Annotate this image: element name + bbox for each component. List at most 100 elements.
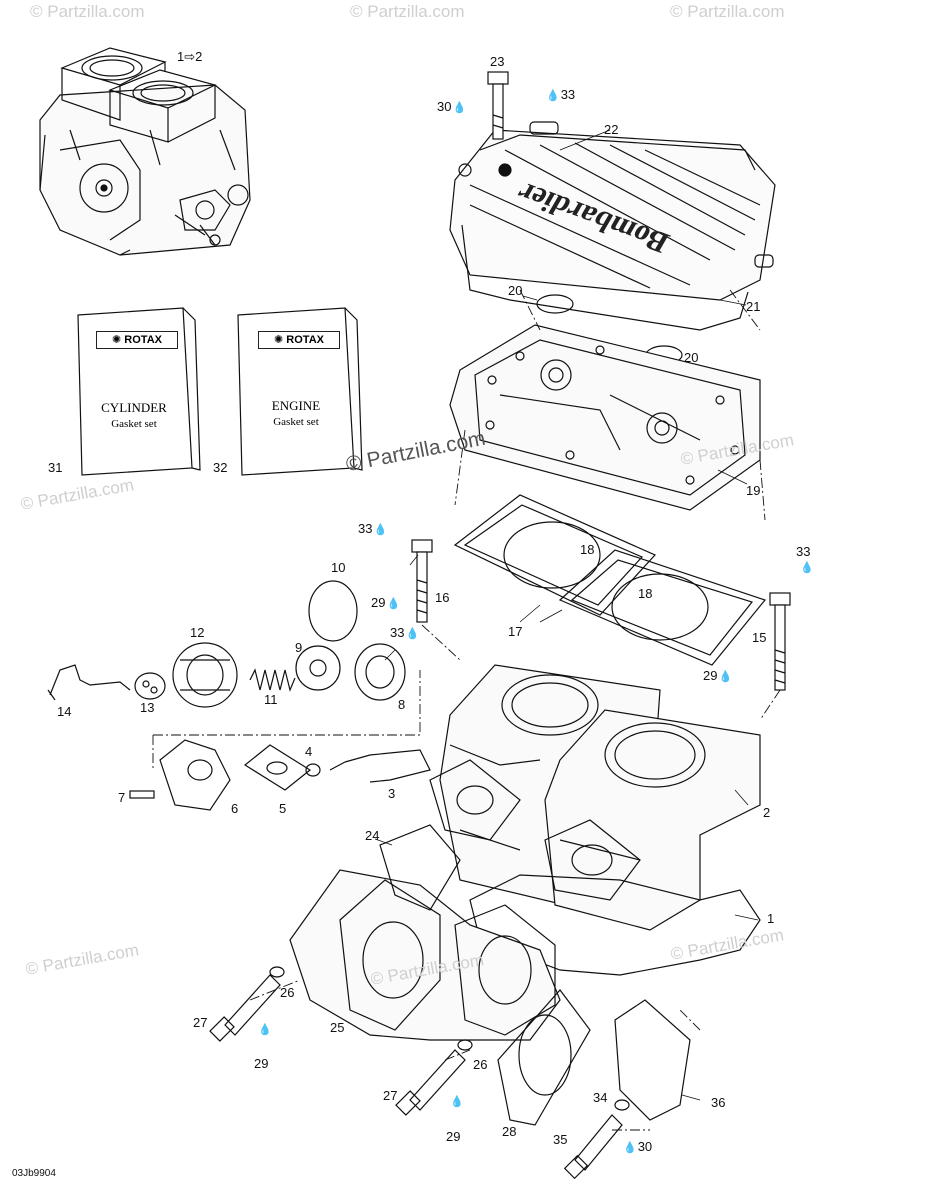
callout-30: 💧30 xyxy=(623,1139,653,1154)
gasket-5 xyxy=(243,744,312,791)
watermark: © Partzilla.com xyxy=(670,2,785,21)
piston-9 xyxy=(295,645,341,691)
spring-clip-14 xyxy=(47,664,131,701)
washer-34 xyxy=(614,1099,630,1111)
spring-11 xyxy=(249,668,296,692)
base-gasket-1 xyxy=(469,874,761,976)
exhaust-manifold-25-illustration xyxy=(289,869,561,1041)
cylinder-head-cover-illustration xyxy=(449,121,776,301)
callout-32: 32 xyxy=(213,460,228,475)
callout-33: 33 xyxy=(796,544,811,559)
document-code: 03Jb9904 xyxy=(12,1168,56,1179)
head-gasket-right xyxy=(558,549,767,666)
kit-title: ENGINE xyxy=(271,398,321,413)
kit-brand-label: ✺ ROTAX xyxy=(258,331,340,349)
watermark: © Partzilla.com xyxy=(30,2,145,21)
callout-1: 1 xyxy=(767,911,775,926)
oil-drop-icon: 💧 xyxy=(405,628,420,640)
exhaust-gasket-28 xyxy=(497,989,591,1126)
oil-drop-icon: 💧 xyxy=(623,1142,637,1154)
leader-lines xyxy=(152,289,781,1131)
cover-bolt-23 xyxy=(487,71,509,140)
oil-drop-icon: 💧 xyxy=(450,1096,464,1108)
callout-2: 2 xyxy=(763,805,771,820)
rotax-logo-icon: ✺ xyxy=(112,334,125,346)
cylinder-block-illustration xyxy=(429,664,761,931)
engine-assembly-illustration xyxy=(39,47,251,256)
valve-3 xyxy=(329,749,431,783)
callout-15: 15 xyxy=(752,630,767,645)
callout-14: 14 xyxy=(57,704,72,719)
callout-9: 9 xyxy=(295,640,303,655)
callout-27: 27 xyxy=(383,1088,398,1103)
kit-engine: ✺ ROTAX ENGINE Gasket set xyxy=(240,312,352,472)
oil-drop-icon: 💧 xyxy=(258,1024,272,1036)
callout-36: 36 xyxy=(711,1095,726,1110)
oil-drop-icon: 💧 xyxy=(800,562,814,574)
callout-34: 34 xyxy=(593,1090,608,1105)
cap-13 xyxy=(134,672,166,700)
kit-subtitle: Gasket set xyxy=(111,418,157,430)
bellows-8 xyxy=(354,643,406,701)
callout-26: 26 xyxy=(280,985,295,1000)
housing-12 xyxy=(172,642,238,708)
callout-18: 18 xyxy=(580,542,595,557)
manifold-bolt-27-left xyxy=(209,974,281,1042)
callout-30: 30💧 xyxy=(437,99,467,114)
callout-33: 33💧 xyxy=(358,521,388,536)
callout-29: 29💧 xyxy=(371,595,401,610)
cylinder-gasket-kit-box xyxy=(77,307,201,476)
kit-cylinder: ✺ ROTAX CYLINDER Gasket set xyxy=(78,312,190,472)
callout-11: 11 xyxy=(264,692,278,707)
washer-26-right xyxy=(457,1039,473,1051)
callout-27: 27 xyxy=(193,1015,208,1030)
cylinder-head-19-illustration xyxy=(449,324,761,511)
callout-17: 17 xyxy=(508,624,523,639)
callout-18: 18 xyxy=(638,586,653,601)
kit-subtitle: Gasket set xyxy=(273,416,319,428)
o-ring-20-left xyxy=(536,294,574,314)
oil-drop-icon: 💧 xyxy=(386,598,401,610)
gasket-24 xyxy=(379,824,461,911)
callout-26: 26 xyxy=(473,1057,488,1072)
callout-6: 6 xyxy=(231,801,239,816)
callout-5: 5 xyxy=(279,801,287,816)
head-bolt-16 xyxy=(411,539,433,623)
callout-12: 12 xyxy=(190,625,205,640)
rotax-logo-icon: ✺ xyxy=(274,334,287,346)
kit-brand-label: ✺ ROTAX xyxy=(96,331,178,349)
callout-23: 23 xyxy=(490,54,505,69)
callout-10: 10 xyxy=(331,560,346,575)
callout-20: 20 xyxy=(508,283,523,298)
callout-35: 35 xyxy=(553,1132,568,1147)
callout-33: 💧33 xyxy=(546,87,576,102)
callout-8: 8 xyxy=(398,697,406,712)
callout-25: 25 xyxy=(330,1020,345,1035)
head-cover-gasket-21 xyxy=(461,224,749,331)
head-bolt-15 xyxy=(769,592,791,691)
kit-title: CYLINDER xyxy=(101,400,167,415)
washer-4 xyxy=(305,763,321,777)
callout-21: 21 xyxy=(746,299,761,314)
callout-19: 19 xyxy=(746,483,761,498)
callout-28: 28 xyxy=(502,1124,517,1139)
manifold-bolt-27-right xyxy=(395,1049,466,1116)
oil-drop-icon: 💧 xyxy=(718,671,733,683)
callout-7: 7 xyxy=(118,790,126,805)
oil-drop-icon: 💧 xyxy=(452,102,467,114)
callout-leaders xyxy=(374,129,759,1101)
o-ring-10 xyxy=(308,580,358,642)
exhaust-plate-36 xyxy=(614,999,691,1121)
valve-base-6 xyxy=(159,739,231,811)
callout-33: 33💧 xyxy=(390,625,420,640)
callout-22: 22 xyxy=(604,122,619,137)
callout-31: 31 xyxy=(48,460,63,475)
callout-29: 29 xyxy=(254,1056,269,1071)
callout-13: 13 xyxy=(140,700,155,715)
head-gasket-left xyxy=(453,494,657,616)
assembly-label: 1⇨2 xyxy=(177,49,203,64)
oil-drop-icon: 💧 xyxy=(546,90,560,102)
callout-24: 24 xyxy=(365,828,380,843)
bolt-35 xyxy=(563,1114,623,1180)
callout-4: 4 xyxy=(305,744,313,759)
